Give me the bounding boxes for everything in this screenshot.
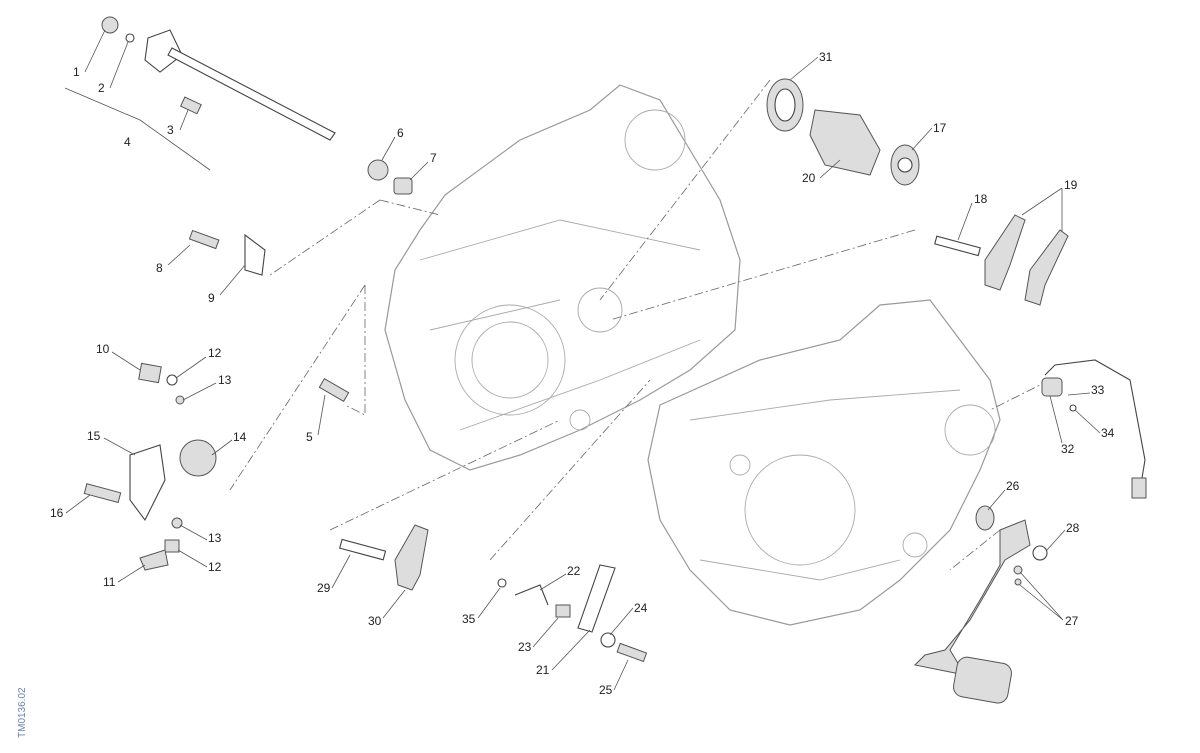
callout-7: 7: [430, 151, 437, 165]
callout-2: 2: [98, 81, 105, 95]
callout-35: 35: [462, 612, 476, 626]
callout-20: 20: [802, 171, 816, 185]
callout-4: 4: [124, 135, 131, 149]
callout-25: 25: [599, 683, 613, 697]
callout-12: 12: [208, 346, 222, 360]
callout-26: 26: [1006, 479, 1020, 493]
callout-32: 32: [1061, 442, 1075, 456]
part-shift-lever: [913, 519, 1031, 704]
callout-22: 22: [567, 564, 581, 578]
alignment-lines: [229, 79, 1051, 571]
part-drum-assembly: [766, 78, 920, 186]
callout-16: 16: [50, 506, 64, 520]
callout-8: 8: [156, 261, 163, 275]
callout-10: 10: [96, 342, 110, 356]
callout-9: 9: [208, 291, 215, 305]
callout-21: 21: [536, 663, 550, 677]
callout-17: 17: [933, 121, 947, 135]
callout-15: 15: [87, 429, 101, 443]
crankcase-left-half: [384, 84, 741, 471]
callout-31: 31: [819, 50, 833, 64]
callout-6: 6: [397, 126, 404, 140]
part-small-hardware: [83, 229, 1147, 663]
callout-27: 27: [1065, 614, 1079, 628]
part-shift-shaft: [64, 16, 413, 195]
leader-lines: [65, 29, 1101, 691]
callout-18: 18: [974, 192, 988, 206]
callout-24: 24: [634, 601, 648, 615]
callout-33: 33: [1091, 383, 1105, 397]
callout-30: 30: [368, 614, 382, 628]
callout-1: 1: [73, 65, 80, 79]
callout-3: 3: [167, 123, 174, 137]
callout-29: 29: [317, 581, 331, 595]
crankcase-right-half: [647, 299, 1001, 626]
callout-19: 19: [1064, 178, 1078, 192]
callout-5: 5: [306, 430, 313, 444]
callout-34: 34: [1101, 426, 1115, 440]
callout-12b: 12: [208, 560, 222, 574]
callout-23: 23: [518, 640, 532, 654]
callout-14: 14: [233, 430, 247, 444]
part-forks: [339, 214, 1069, 591]
callout-13b: 13: [208, 531, 222, 545]
callout-13: 13: [218, 373, 232, 387]
callout-11: 11: [103, 575, 116, 589]
callout-28: 28: [1066, 521, 1080, 535]
callout-labels: 1 2 3 4 6 7 31 17 20 18 19 8 9 10 12 13 …: [50, 50, 1115, 697]
